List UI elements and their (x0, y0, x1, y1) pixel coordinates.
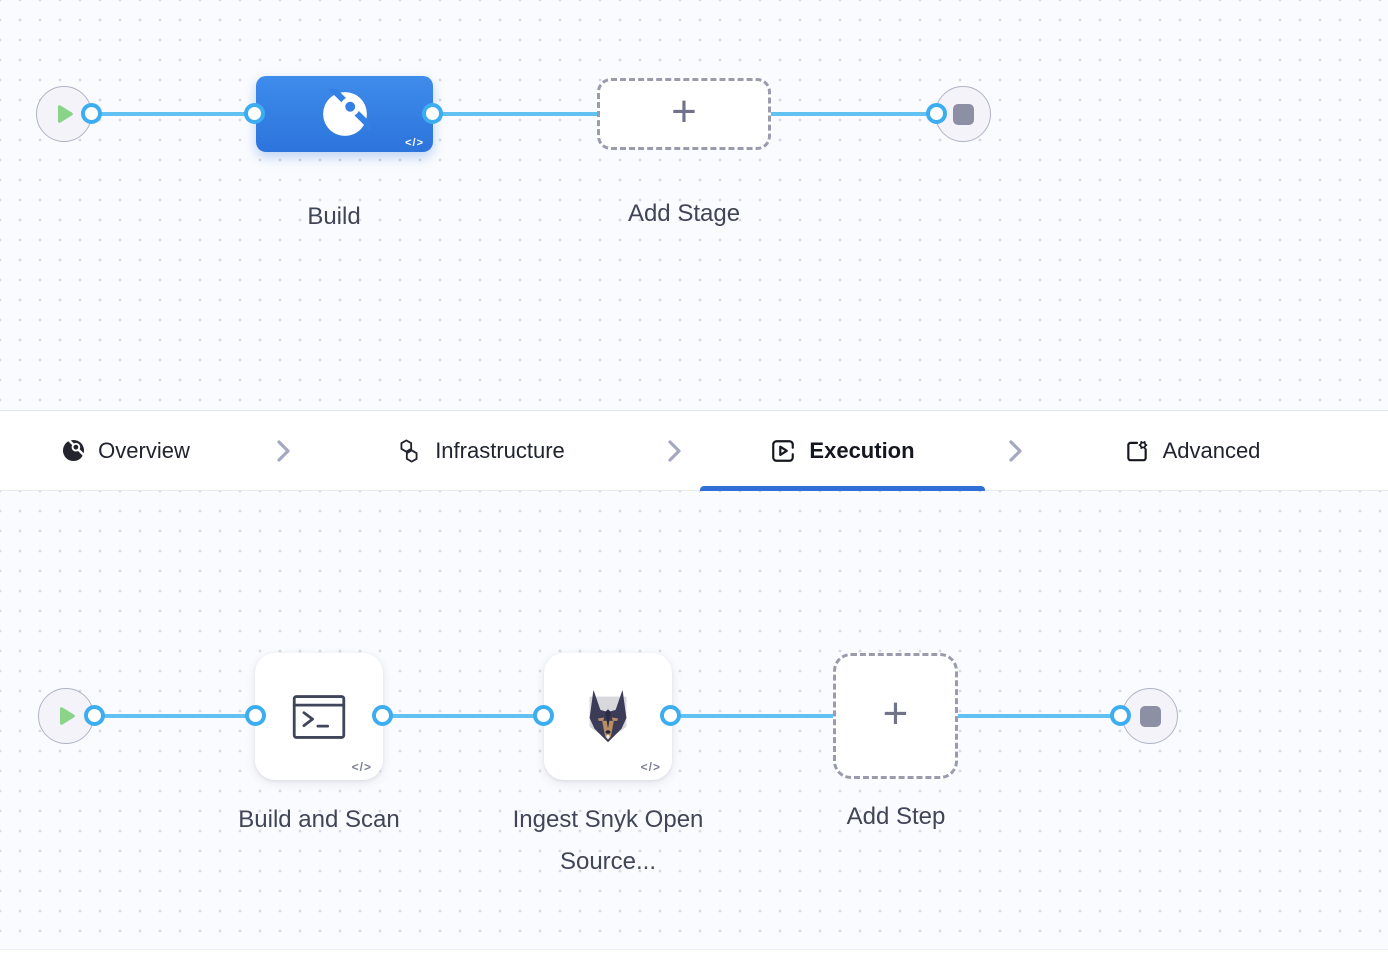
step-node-build-and-scan[interactable]: </> (255, 653, 383, 780)
chevron-right-icon (667, 439, 681, 462)
chevron-right-icon (1009, 439, 1022, 462)
connector-end-in[interactable] (1110, 705, 1131, 726)
stage-node-build[interactable]: </> (256, 76, 433, 152)
tab-advanced-label: Advanced (1162, 437, 1261, 463)
step-label-build-and-scan: Build and Scan (238, 806, 400, 833)
step-canvas: </> </> + (0, 491, 1388, 949)
add-stage-label: Add Stage (627, 200, 741, 227)
yaml-code-badge: </> (405, 137, 424, 149)
play-icon (57, 105, 73, 123)
connector-start-out[interactable] (84, 705, 105, 726)
connector-snyk-in[interactable] (533, 705, 554, 726)
tab-separator (985, 411, 1045, 490)
stage-config-tabbar: Overview Infrastructure (0, 410, 1388, 491)
connector-build-out[interactable] (422, 103, 443, 124)
yaml-code-badge: </> (351, 760, 372, 774)
add-step-label: Add Step (846, 803, 946, 830)
run-step-terminal-icon (292, 694, 346, 739)
stop-icon (952, 103, 974, 125)
tab-execution-label: Execution (809, 437, 915, 463)
ci-overview-icon (63, 439, 86, 462)
infrastructure-hexagons-icon (400, 438, 418, 463)
plus-icon: + (671, 87, 697, 136)
advanced-gear-icon (1126, 440, 1147, 461)
snyk-doberman-icon (589, 689, 627, 742)
bottom-panel-edge (0, 949, 1388, 954)
tab-separator (252, 411, 314, 490)
play-icon (59, 707, 75, 725)
execution-play-icon (772, 439, 795, 462)
tab-infrastructure[interactable]: Infrastructure (314, 411, 647, 490)
tab-overview-label: Overview (98, 437, 190, 463)
plus-icon: + (882, 689, 909, 738)
tab-execution[interactable]: Execution (700, 411, 985, 491)
ci-build-stage-icon (322, 89, 370, 136)
connector-build-in[interactable] (244, 103, 265, 124)
connector-end-in[interactable] (926, 103, 947, 124)
stage-edge-line (92, 112, 937, 116)
connector-snyk-out[interactable] (660, 705, 681, 726)
add-stage-button[interactable]: + (597, 78, 771, 150)
add-step-button[interactable]: + (833, 653, 958, 779)
stop-icon (1139, 705, 1161, 727)
connector-buildscan-in[interactable] (245, 705, 266, 726)
step-label-ingest-snyk: Ingest Snyk Open Source... (512, 806, 704, 875)
connector-buildscan-out[interactable] (372, 705, 393, 726)
chevron-right-icon (277, 439, 290, 462)
active-tab-underline (700, 486, 985, 491)
tab-overview[interactable]: Overview (0, 411, 252, 490)
connector-start-out[interactable] (81, 103, 102, 124)
execution-end-node (1122, 688, 1178, 744)
tab-infrastructure-label: Infrastructure (435, 437, 565, 463)
stage-label: Build (307, 203, 361, 230)
tab-advanced[interactable]: Advanced (1045, 411, 1339, 490)
step-node-ingest-snyk[interactable]: </> (544, 653, 672, 780)
stage-canvas: </> + Build Add Stage (0, 0, 1388, 410)
tab-separator (647, 411, 700, 490)
yaml-code-badge: </> (640, 760, 661, 774)
